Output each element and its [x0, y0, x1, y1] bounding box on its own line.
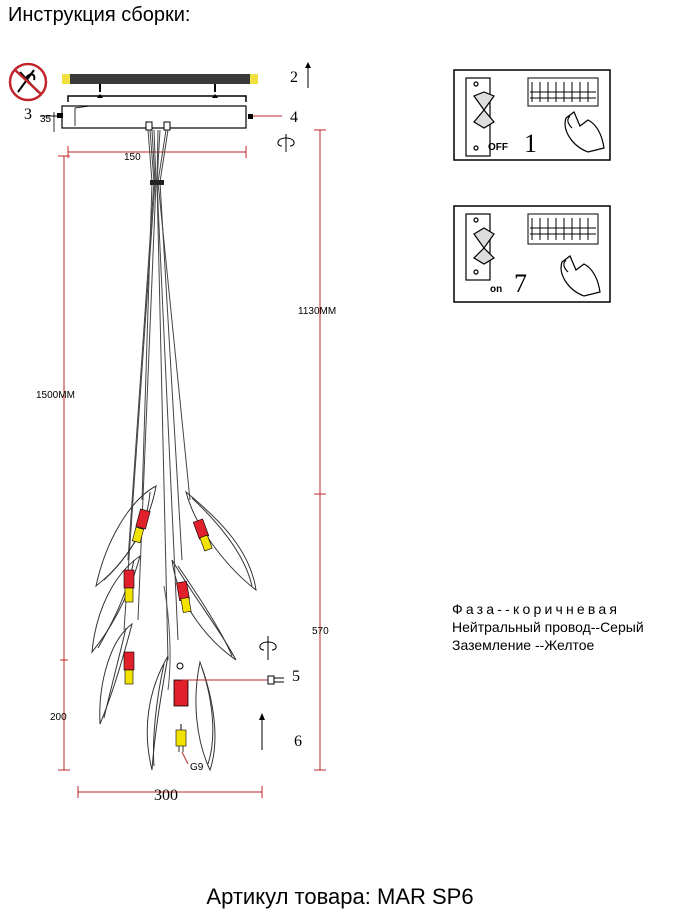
terminal-block-icon	[527, 77, 599, 107]
exploded-holder	[173, 679, 189, 707]
ceiling-mount	[40, 74, 282, 131]
mounting-bar	[62, 74, 258, 84]
page-title: Инструкция сборки:	[8, 4, 191, 26]
breaker-switch-on-icon	[465, 213, 495, 281]
dim-200: 200	[50, 712, 67, 723]
step-5-label: 5	[292, 668, 300, 685]
rotate-screw-icon	[259, 636, 277, 660]
step-2-label: 2	[290, 69, 298, 86]
dimension-1130: 1130MM 570	[298, 129, 336, 771]
legend-phase: Фаза--коричневая	[452, 601, 621, 617]
off-label: OFF	[488, 142, 508, 153]
terminal-block-on-icon	[527, 213, 599, 245]
step-3-label: 3	[24, 106, 32, 123]
leaf-shades	[91, 485, 257, 772]
panel-switch-on: on 7	[453, 205, 611, 303]
panel-number-1: 1	[524, 129, 537, 158]
breaker-switch-icon	[465, 77, 495, 157]
panel-number-7: 7	[514, 269, 527, 298]
g9-bulb-icon	[175, 729, 187, 747]
dimension-1500: 1500MM 200	[36, 155, 75, 771]
no-tools-icon	[8, 62, 48, 102]
g9-label: G9	[190, 762, 204, 773]
panel-switch-off: OFF 1	[453, 69, 611, 161]
legend-ground: Заземление --Желтое	[452, 637, 595, 653]
hand-icon	[564, 111, 605, 153]
on-label: on	[490, 284, 502, 295]
wiring-legend: Фаза--коричневая Нейтральный провод--Сер…	[452, 600, 644, 654]
step-6-label: 6	[294, 733, 302, 750]
svg-text:1130MM: 1130MM	[298, 306, 336, 317]
svg-text:300: 300	[154, 787, 178, 804]
legend-neutral: Нейтральный провод--Серый	[452, 619, 644, 635]
step-4-label: 4	[290, 109, 298, 126]
svg-text:150: 150	[124, 152, 141, 163]
rotate-icon	[277, 134, 295, 152]
hand-on-icon	[560, 255, 601, 297]
lamp-holders	[123, 508, 268, 765]
dim-35: 35	[40, 114, 52, 125]
suspension-cables	[123, 129, 191, 661]
canopy	[61, 105, 247, 129]
svg-text:1500MM: 1500MM	[36, 390, 75, 401]
article-number: Артикул товара: MAR SP6	[206, 884, 474, 909]
screw-icon	[267, 675, 284, 685]
dim-570: 570	[312, 626, 329, 637]
dimension-300: 300	[77, 786, 263, 804]
